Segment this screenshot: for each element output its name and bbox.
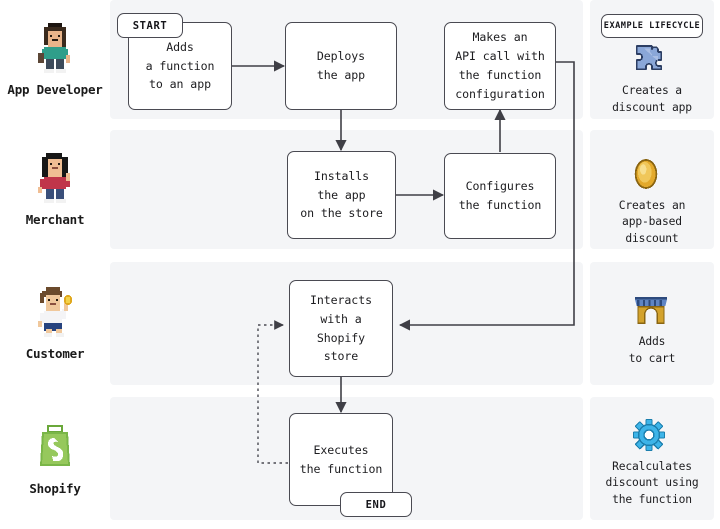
shopify-bag-icon bbox=[32, 420, 78, 472]
node-deploys-app[interactable]: Deploys the app bbox=[285, 22, 397, 110]
customer-avatar-icon bbox=[32, 285, 78, 337]
actor-shopify: Shopify bbox=[0, 397, 110, 520]
actor-app-developer: App Developer bbox=[0, 0, 110, 119]
lifecycle-caption: Creates a discount app bbox=[612, 84, 692, 114]
lifecycle-band-merchant bbox=[590, 130, 714, 249]
actor-merchant: Merchant bbox=[0, 130, 110, 249]
merchant-avatar-icon bbox=[32, 151, 78, 203]
end-badge: END bbox=[340, 492, 412, 517]
puzzle-piece-icon bbox=[632, 44, 672, 76]
developer-avatar-icon bbox=[32, 21, 78, 73]
actor-label: Customer bbox=[25, 345, 85, 361]
lifecycle-adds-to-cart: Adds to cart bbox=[590, 293, 714, 367]
lifecycle-creates-app-discount: Creates an app-based discount bbox=[590, 159, 714, 245]
actor-label: Merchant bbox=[25, 211, 85, 227]
lifecycle-band-shopify bbox=[590, 397, 714, 520]
lifecycle-recalculates-discount: Recalculates discount using the function bbox=[590, 418, 714, 506]
lifecycle-creates-discount-app: Creates a discount app bbox=[590, 44, 714, 116]
gold-coin-icon bbox=[632, 157, 672, 191]
gear-icon bbox=[632, 418, 672, 452]
node-configures-function[interactable]: Configures the function bbox=[444, 153, 556, 239]
start-badge: START bbox=[117, 13, 183, 38]
lifecycle-caption: Creates an app-based discount bbox=[618, 198, 686, 245]
lifecycle-caption: Recalculates discount using the function bbox=[605, 459, 699, 506]
actor-customer: Customer bbox=[0, 262, 110, 385]
node-executes-function[interactable]: Executes the function bbox=[289, 413, 393, 506]
storefront-icon bbox=[632, 293, 672, 327]
lifecycle-band-customer bbox=[590, 262, 714, 385]
node-interacts-store[interactable]: Interacts with a Shopify store bbox=[289, 280, 393, 377]
actor-label: Shopify bbox=[29, 480, 81, 496]
lifecycle-header-badge: EXAMPLE LIFECYCLE bbox=[601, 14, 703, 38]
node-makes-api-call[interactable]: Makes an API call with the function conf… bbox=[444, 22, 556, 110]
actor-label: App Developer bbox=[7, 81, 103, 97]
node-installs-app[interactable]: Installs the app on the store bbox=[287, 151, 396, 239]
lifecycle-caption: Adds to cart bbox=[628, 335, 676, 365]
